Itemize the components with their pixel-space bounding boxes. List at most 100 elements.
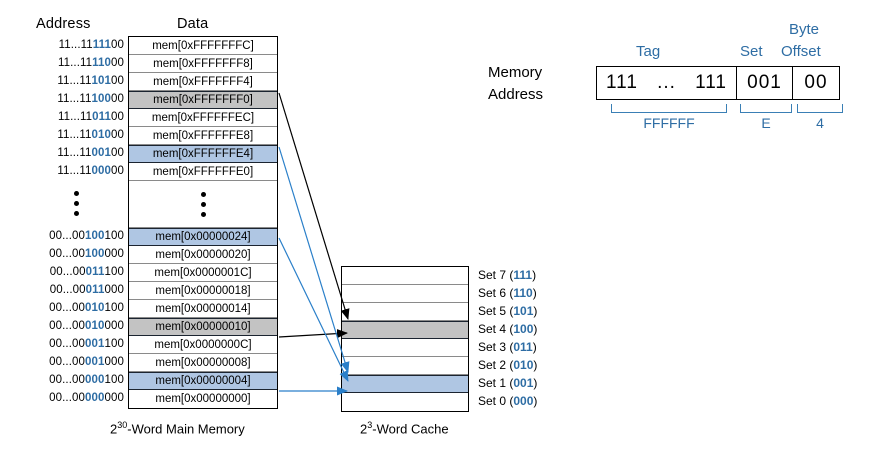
offset-hex-label: 4 bbox=[816, 115, 824, 131]
memory-cell-value: mem[0x00000010] bbox=[155, 321, 251, 333]
cache-set-name: Set 4 ( bbox=[478, 322, 514, 336]
address-row: 00...00000000 bbox=[28, 389, 124, 407]
data-column-header: Data bbox=[177, 16, 209, 32]
address-offset-bits: 000 bbox=[104, 320, 124, 332]
cache-set-name: Set 7 ( bbox=[478, 268, 514, 282]
memory-row: mem[0xFFFFFFEC] bbox=[129, 109, 277, 127]
cache-set-name: Set 2 ( bbox=[478, 358, 514, 372]
memory-cell-value: mem[0xFFFFFFF8] bbox=[153, 57, 253, 70]
address-bits: 11...1100100 bbox=[57, 147, 124, 159]
address-offset-bits: 100 bbox=[104, 338, 124, 350]
byte-field-name: Byte bbox=[789, 21, 820, 38]
address-bits: 11...1111000 bbox=[58, 57, 124, 69]
memory-row: mem[0x00000004] bbox=[129, 372, 277, 390]
address-tag-bits: 00...00 bbox=[49, 266, 86, 278]
address-column-header: Address bbox=[36, 16, 91, 32]
address-row: 00...00010000 bbox=[28, 317, 124, 335]
main-memory-table: mem[0xFFFFFFFC] mem[0xFFFFFFF8] mem[0xFFFF… bbox=[128, 36, 278, 409]
memory-cell-value: mem[0xFFFFFFEC] bbox=[151, 111, 255, 124]
address-bits: 00...00000100 bbox=[49, 374, 124, 386]
offset-field-name: Offset bbox=[781, 43, 821, 60]
address-tag-bits: 00...00 bbox=[49, 248, 85, 260]
memory-row: mem[0x00000018] bbox=[129, 282, 277, 300]
cache-set-label: Set 6 (110) bbox=[478, 284, 537, 302]
memory-row: mem[0x00000014] bbox=[129, 300, 277, 318]
memory-cell-value: mem[0x00000018] bbox=[155, 284, 251, 297]
address-set-bits: 101 bbox=[91, 75, 111, 87]
cache-set-paren: ) bbox=[533, 322, 538, 336]
memory-row: mem[0x00000000] bbox=[129, 390, 277, 408]
address-tag-bits: 00...00 bbox=[49, 320, 85, 332]
cache-set-bits: 011 bbox=[513, 340, 533, 354]
address-bits: 11...1100000 bbox=[57, 165, 124, 177]
address-tag-bits: 00...00 bbox=[49, 356, 85, 368]
address-bits: 11...1111100 bbox=[59, 39, 124, 51]
address-tag-bits: 11...11 bbox=[57, 165, 92, 177]
address-offset-bits: 00 bbox=[111, 165, 124, 177]
address-tag-bits: 11...11 bbox=[58, 39, 93, 51]
address-tag-bits: 11...11 bbox=[57, 147, 92, 159]
cache-set-bits: 111 bbox=[513, 268, 533, 282]
address-set-bits: 011 bbox=[85, 266, 105, 278]
memory-row: mem[0xFFFFFFF0] bbox=[129, 91, 277, 109]
address-set-bits: 111 bbox=[92, 39, 111, 51]
address-tag-bits: 11...11 bbox=[57, 111, 93, 123]
cache-set-row bbox=[342, 303, 468, 321]
address-set-bits: 011 bbox=[85, 284, 105, 296]
set-hex-label: E bbox=[761, 115, 771, 131]
address-set-bits: 100 bbox=[91, 93, 111, 105]
cache-set-row bbox=[342, 357, 468, 375]
memory-cell-value: mem[0xFFFFFFE0] bbox=[152, 165, 254, 178]
memory-cell-value: mem[0xFFFFFFE4] bbox=[152, 148, 254, 160]
tag-bits-left: 111 bbox=[606, 72, 638, 93]
cache-caption-text: -Word Cache bbox=[372, 421, 449, 437]
address-set-bits: 100 bbox=[85, 230, 105, 242]
address-row: 00...00100100 bbox=[28, 227, 124, 245]
cache-caption: 23-Word Cache bbox=[360, 420, 449, 436]
address-offset-bits: 000 bbox=[104, 392, 124, 404]
address-offset-bits: 00 bbox=[111, 93, 124, 105]
address-offset-bits: 100 bbox=[104, 266, 124, 278]
address-set-bits: 001 bbox=[85, 356, 105, 368]
cache-set-bits: 100 bbox=[513, 322, 534, 336]
main-memory-caption-exponent: 30 bbox=[117, 420, 128, 430]
address-offset-bits: 000 bbox=[104, 248, 124, 260]
address-ellipsis-row bbox=[28, 180, 124, 227]
address-row: 00...00100000 bbox=[28, 245, 124, 263]
set-bits-field: 001 bbox=[737, 67, 793, 99]
cache-set-name: Set 3 ( bbox=[478, 340, 514, 354]
cache-set-paren: ) bbox=[532, 340, 537, 354]
cache-set-row bbox=[342, 339, 468, 357]
address-set-bits: 011 bbox=[92, 111, 111, 123]
address-set-bits: 000 bbox=[85, 374, 105, 386]
address-bits: 00...00000000 bbox=[49, 392, 124, 404]
address-row: 00...00011000 bbox=[28, 281, 124, 299]
cache-set-row bbox=[342, 393, 468, 411]
cache-set-paren: ) bbox=[532, 286, 537, 300]
address-offset-bits: 100 bbox=[104, 230, 124, 242]
address-set-bits: 010 bbox=[85, 320, 105, 332]
memory-row: mem[0x00000008] bbox=[129, 354, 277, 372]
tag-hex-label: FFFFFF bbox=[643, 115, 695, 131]
address-row: 00...00000100 bbox=[28, 371, 124, 389]
address-bits: 00...00001100 bbox=[49, 338, 124, 350]
address-bits: 00...00001000 bbox=[49, 356, 124, 368]
set-field-name: Set bbox=[740, 43, 763, 60]
memory-cell-value: mem[0x00000008] bbox=[155, 356, 251, 369]
address-set-bits: 010 bbox=[85, 302, 105, 314]
cache-caption-exponent: 3 bbox=[367, 420, 373, 430]
memory-row: mem[0xFFFFFFE8] bbox=[129, 127, 277, 145]
address-row: 11...1111000 bbox=[28, 54, 124, 72]
address-set-bits: 000 bbox=[91, 165, 111, 177]
memory-row: mem[0xFFFFFFFC] bbox=[129, 37, 277, 55]
memory-row: mem[0xFFFFFFF8] bbox=[129, 55, 277, 73]
cache-set-label: Set 2 (010) bbox=[478, 356, 537, 374]
cache-set-name: Set 0 ( bbox=[478, 394, 514, 408]
cache-set-label: Set 0 (000) bbox=[478, 392, 537, 410]
address-tag-bits: 00...00 bbox=[49, 230, 85, 242]
address-set-bits: 100 bbox=[85, 248, 105, 260]
memory-cell-value: mem[0x00000020] bbox=[155, 248, 251, 261]
address-offset-bits: 100 bbox=[104, 302, 124, 314]
cache-set-bits: 010 bbox=[513, 358, 534, 372]
